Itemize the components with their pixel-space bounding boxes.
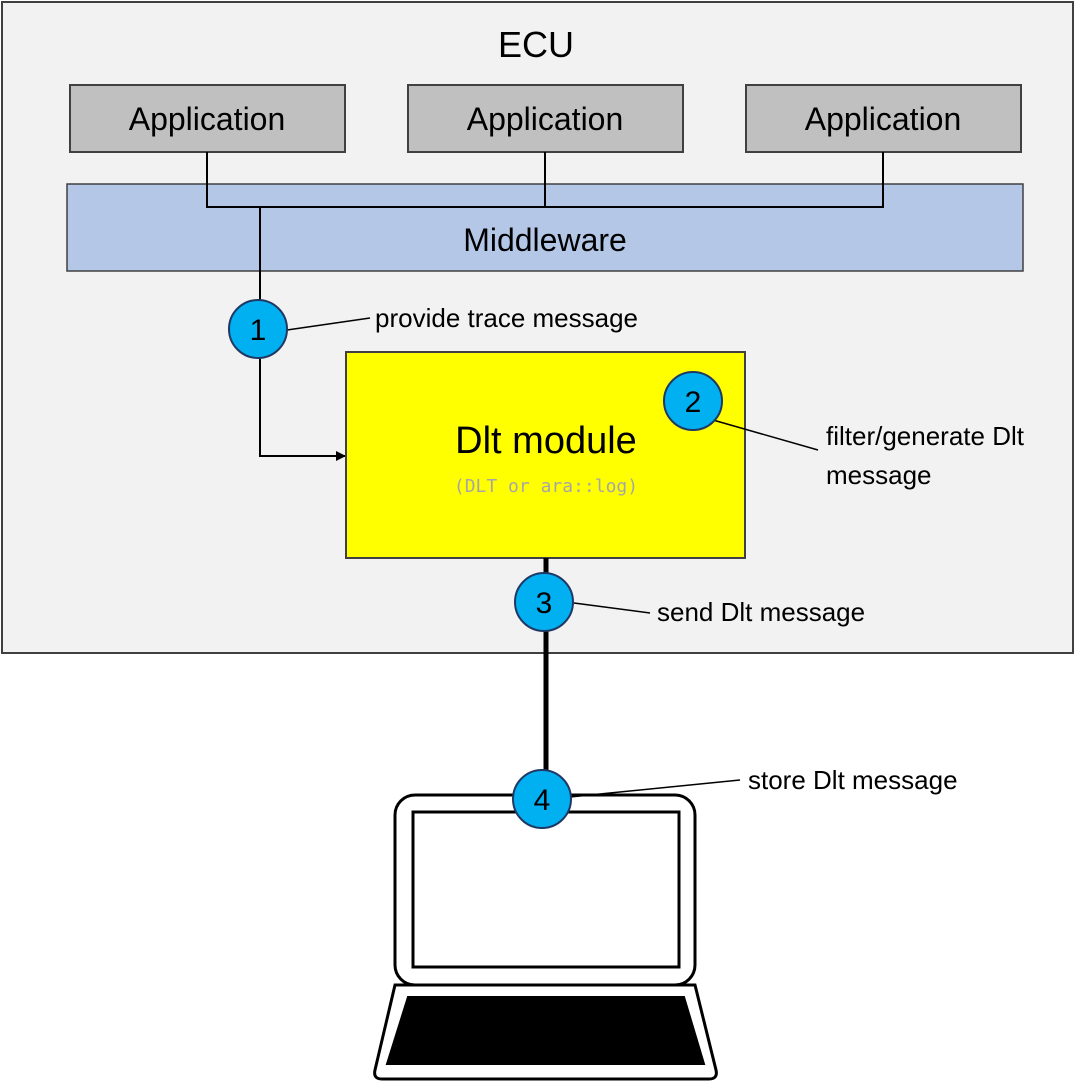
middleware-label: Middleware	[463, 222, 627, 258]
laptop-icon	[373, 793, 718, 1081]
application-label: Application	[129, 101, 286, 137]
application-box-1: Application	[69, 84, 346, 153]
step-4-leader	[569, 779, 741, 798]
application-box-2: Application	[407, 84, 684, 153]
step-3-leader	[573, 602, 651, 614]
step-2-number: 2	[685, 386, 702, 419]
application-box-3: Application	[745, 84, 1022, 153]
step-1-leader	[286, 317, 371, 331]
step-1-marker: 1	[228, 299, 288, 359]
step-3-label: send Dlt message	[657, 597, 865, 627]
step-4-marker: 4	[512, 769, 572, 829]
step-2-marker: 2	[663, 371, 723, 431]
step-2-label-line2: message	[826, 460, 932, 490]
application-label: Application	[805, 101, 962, 137]
step-2-label-line1: filter/generate Dlt	[826, 421, 1025, 451]
step-1-number: 1	[250, 314, 267, 347]
step-2-leader	[712, 419, 819, 451]
step-3-marker: 3	[514, 572, 574, 632]
step-3-number: 3	[536, 587, 553, 620]
application-label: Application	[467, 101, 624, 137]
step-4-number: 4	[534, 784, 551, 817]
dlt-module-title: Dlt module	[455, 420, 637, 462]
ecu-title: ECU	[498, 24, 574, 65]
trace-path-arrow	[259, 207, 346, 461]
step-4-label: store Dlt message	[748, 765, 958, 795]
step-1-label: provide trace message	[375, 303, 638, 333]
dlt-module-subtitle: (DLT or ara::log)	[454, 476, 638, 497]
